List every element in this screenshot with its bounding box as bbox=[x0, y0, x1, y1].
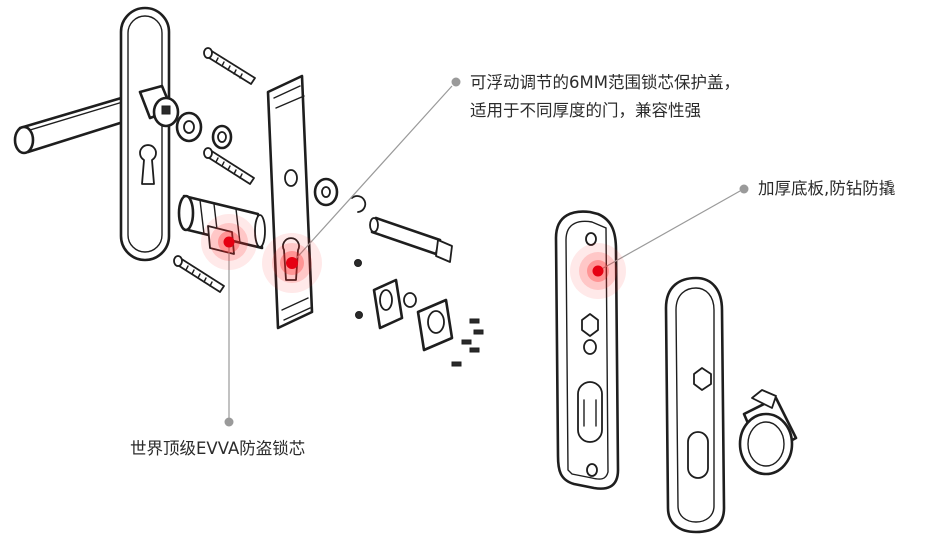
thickened-base-plate-exploded bbox=[266, 74, 314, 330]
assembled-escutcheon-cover bbox=[664, 276, 726, 534]
mounting-screw-bottom bbox=[173, 255, 225, 293]
leader-base-plate bbox=[597, 184, 749, 272]
square-spindle bbox=[369, 216, 453, 263]
assembled-base-plate bbox=[554, 210, 620, 490]
handle-escutcheon-plate bbox=[119, 6, 171, 262]
washer-bushing bbox=[211, 124, 233, 150]
spindle-boss bbox=[138, 84, 180, 128]
label-cylinder: 世界顶级EVVA防盗锁芯 bbox=[130, 439, 305, 458]
lever-handle bbox=[13, 94, 138, 155]
highlight-marker-cylinder bbox=[201, 214, 257, 270]
mounting-screw-top bbox=[203, 47, 256, 85]
highlight-marker-base-plate bbox=[570, 243, 626, 299]
label-base-plate: 加厚底板,防钻防撬 bbox=[758, 179, 895, 198]
cylinder-protective-cover bbox=[372, 278, 454, 352]
washer-flat bbox=[175, 111, 203, 143]
keyhole-outline bbox=[139, 144, 157, 185]
label-cover-line2: 适用于不同厚度的门，兼容性强 bbox=[470, 101, 701, 120]
leader-cover bbox=[291, 77, 461, 264]
thumb-turn-knob bbox=[738, 389, 798, 476]
label-cover-line1: 可浮动调节的6MM范围锁芯保护盖， bbox=[470, 73, 740, 92]
leader-cylinder bbox=[224, 243, 234, 427]
spring-washer bbox=[313, 177, 339, 207]
set-screws bbox=[354, 259, 484, 367]
mounting-screw-middle bbox=[203, 147, 255, 185]
highlight-marker-cover bbox=[262, 233, 322, 293]
retaining-clip bbox=[351, 195, 367, 213]
exterior-handle-assembly bbox=[13, 6, 180, 262]
